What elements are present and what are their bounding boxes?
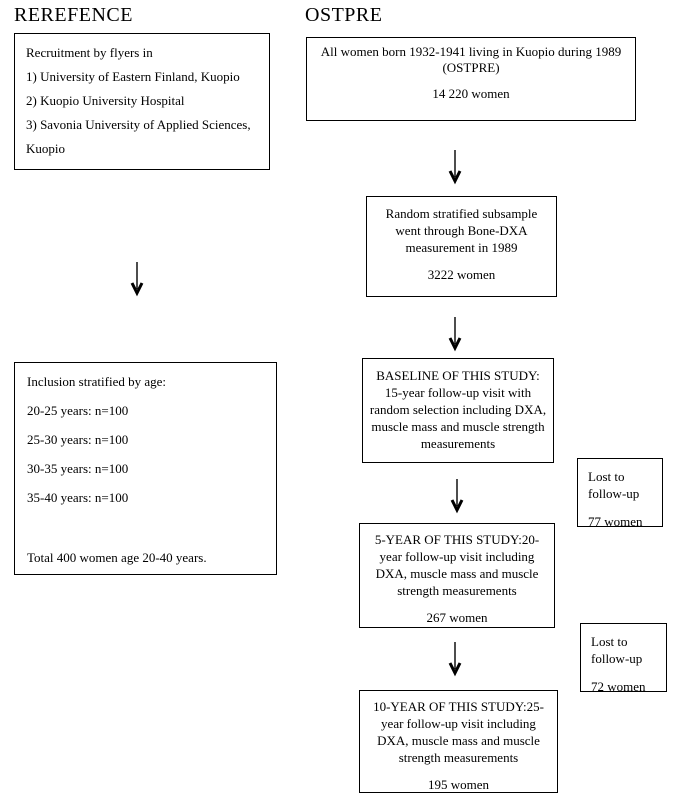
lost-to-followup-box-2: Lost to follow-up 72 women <box>580 623 667 694</box>
recruitment-line: Recruitment by flyers in <box>26 45 153 60</box>
five-year-line: 5-YEAR OF THIS STUDY:20- <box>374 532 540 547</box>
subsample-line: measurement in 1989 <box>405 240 518 255</box>
baseline-line: BASELINE OF THIS STUDY: <box>376 368 540 383</box>
subsample-line: Random stratified subsample <box>385 206 538 221</box>
ten-year-line: strength measurements <box>398 750 519 765</box>
recruitment-line: 2) Kuopio University Hospital <box>26 93 185 108</box>
recruitment-box: Recruitment by flyers in 1) University o… <box>14 33 270 170</box>
right-column-title: OSTPRE <box>305 4 383 26</box>
inclusion-line: 35-40 years: n=100 <box>27 490 129 505</box>
arrow-down-icon <box>130 262 144 297</box>
ten-year-box: 10-YEAR OF THIS STUDY:25- year follow-up… <box>359 690 558 793</box>
arrow-down-icon <box>450 479 464 514</box>
inclusion-box: Inclusion stratified by age: 20-25 years… <box>14 362 277 575</box>
lost-count: 77 women <box>588 514 643 529</box>
inclusion-total: Total 400 women age 20-40 years. <box>27 550 207 565</box>
baseline-line: muscle mass and muscle strength <box>371 419 545 434</box>
ostpre-count: 14 220 women <box>432 86 510 101</box>
ostpre-line: (OSTPRE) <box>442 60 500 75</box>
left-column-title: REREFENCE <box>14 4 133 26</box>
subsample-count: 3222 women <box>427 267 496 282</box>
ten-year-count: 195 women <box>427 777 490 792</box>
inclusion-line: Inclusion stratified by age: <box>27 374 166 389</box>
five-year-box: 5-YEAR OF THIS STUDY:20- year follow-up … <box>359 523 555 628</box>
subsample-line: went through Bone-DXA <box>395 223 528 238</box>
baseline-line: 15-year follow-up visit with <box>384 385 532 400</box>
baseline-line: random selection including DXA, <box>369 402 547 417</box>
ten-year-line: 10-YEAR OF THIS STUDY:25- <box>373 699 544 714</box>
inclusion-line: 20-25 years: n=100 <box>27 403 129 418</box>
recruitment-line: 3) Savonia University of Applied Science… <box>26 117 251 132</box>
baseline-box: BASELINE OF THIS STUDY: 15-year follow-u… <box>362 358 554 463</box>
five-year-line: strength measurements <box>397 583 517 598</box>
inclusion-line: 25-30 years: n=100 <box>27 432 129 447</box>
subsample-box: Random stratified subsample went through… <box>366 196 557 297</box>
ostpre-population-box: All women born 1932-1941 living in Kuopi… <box>306 37 636 121</box>
lost-line: Lost to <box>591 634 628 649</box>
lost-to-followup-box-1: Lost to follow-up 77 women <box>577 458 663 529</box>
five-year-count: 267 women <box>426 610 488 625</box>
arrow-down-icon <box>448 317 462 352</box>
lost-line: follow-up <box>588 486 640 501</box>
five-year-line: DXA, muscle mass and muscle <box>375 566 539 581</box>
ostpre-line: All women born 1932-1941 living in Kuopi… <box>320 44 622 59</box>
lost-line: Lost to <box>588 469 625 484</box>
recruitment-line: Kuopio <box>26 141 65 156</box>
lost-line: follow-up <box>591 651 643 666</box>
arrow-down-icon <box>448 150 462 185</box>
lost-count: 72 women <box>591 679 646 694</box>
ten-year-line: year follow-up visit including <box>381 716 536 731</box>
arrow-down-icon <box>448 642 462 677</box>
ten-year-line: DXA, muscle mass and muscle <box>377 733 540 748</box>
five-year-line: year follow-up visit including <box>379 549 535 564</box>
baseline-line: measurements <box>420 436 496 451</box>
inclusion-line: 30-35 years: n=100 <box>27 461 129 476</box>
recruitment-line: 1) University of Eastern Finland, Kuopio <box>26 69 240 84</box>
